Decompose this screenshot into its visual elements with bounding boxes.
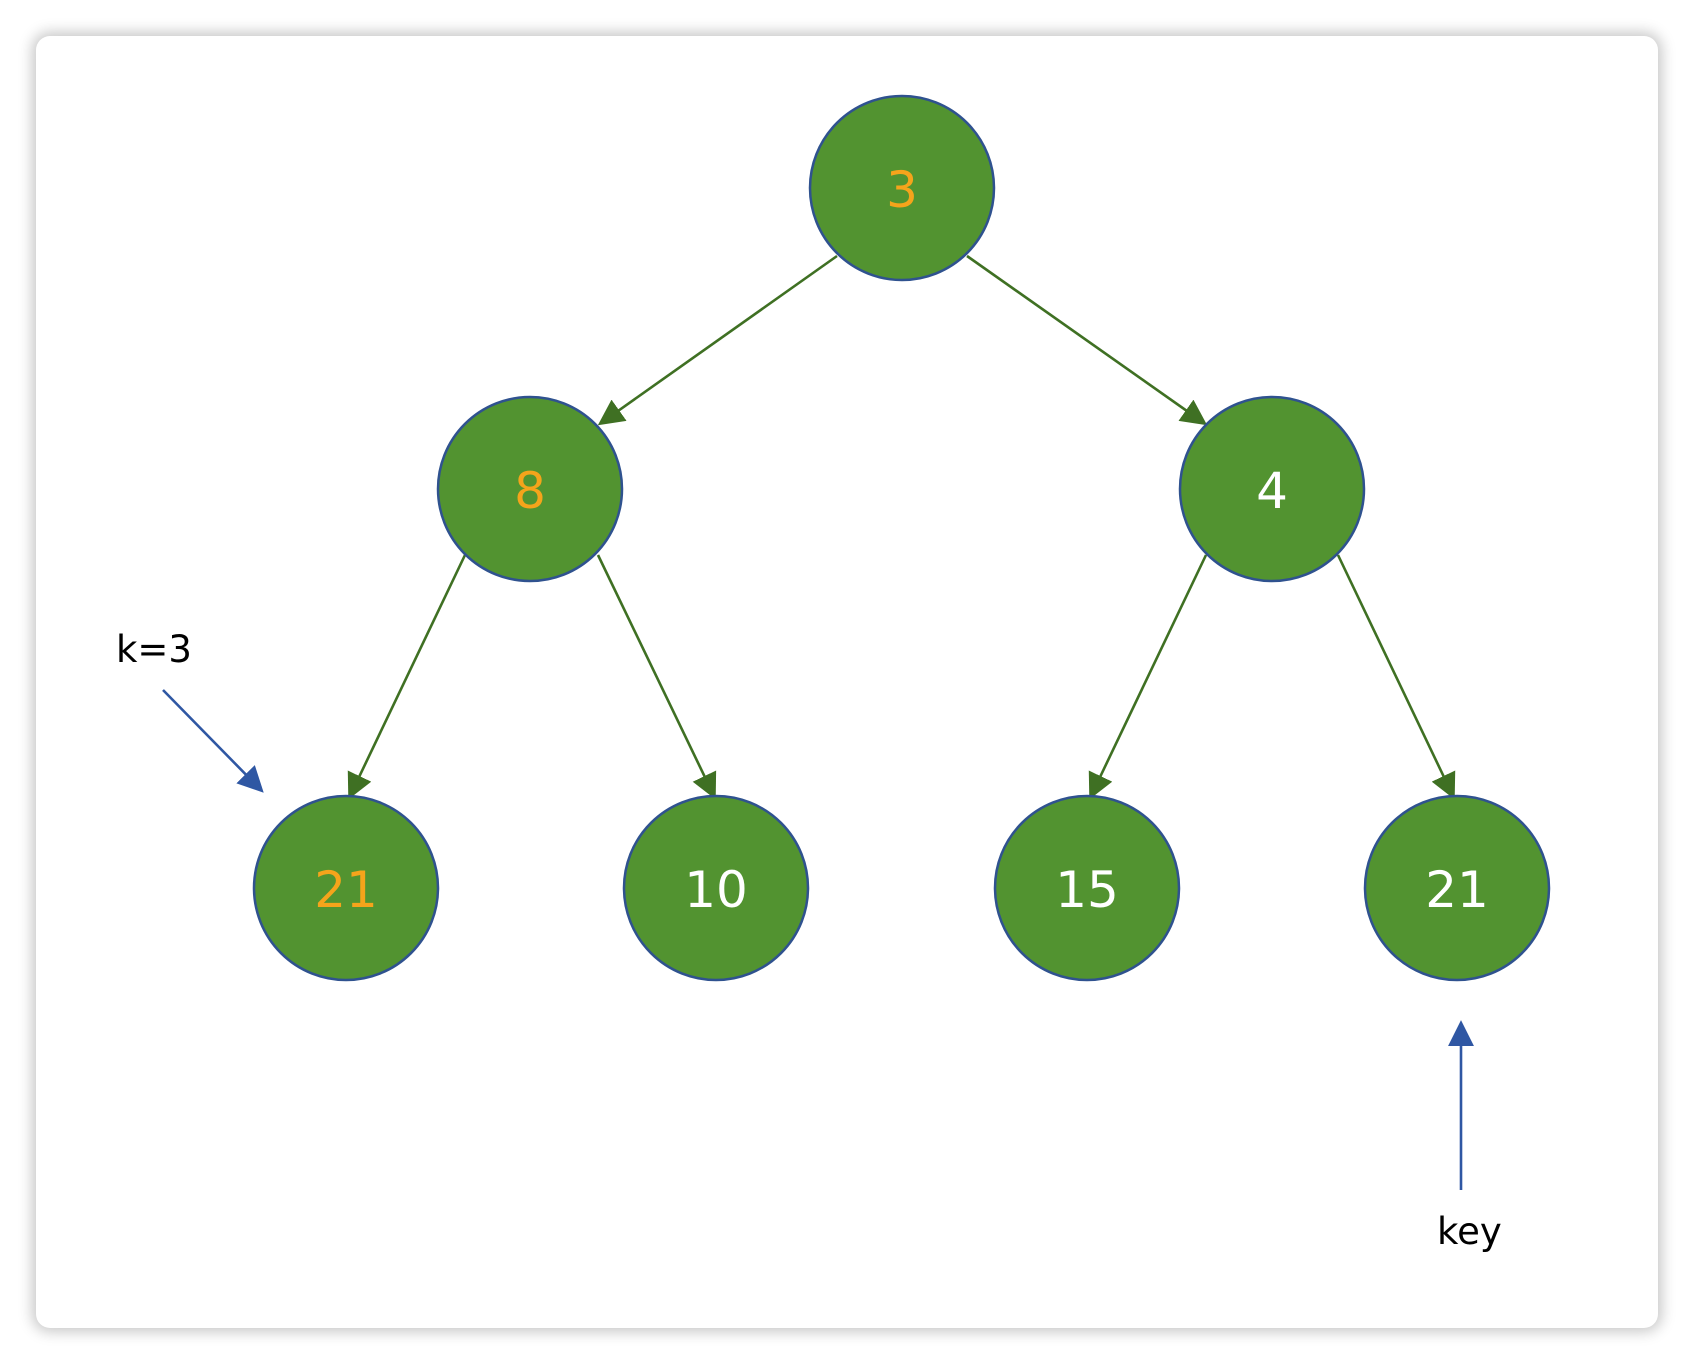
edge-right-rightleft [1088,554,1208,800]
edge-left-leftleft [347,554,467,800]
tree-node-right: 4 [1178,395,1366,583]
k-label: k=3 [116,628,192,671]
tree-node-root: 3 [808,94,996,282]
tree-node-right-right: 21 [1363,794,1551,982]
node-value: 15 [1055,861,1119,919]
node-value: 3 [886,161,918,219]
key-label: key [1437,1210,1502,1253]
tree-node-left: 8 [436,395,624,583]
node-value: 4 [1256,462,1288,520]
edge-left-leftright [596,554,717,800]
node-value: 21 [314,861,378,919]
tree-node-right-left: 15 [993,794,1181,982]
edge-root-left [597,254,838,426]
node-value: 10 [684,861,748,919]
node-value: 8 [514,462,546,520]
tree-node-left-left: 21 [252,794,440,982]
node-value: 21 [1425,861,1489,919]
k-pointer-arrow [162,689,264,793]
edge-root-right [966,254,1208,426]
edge-right-rightright [1336,554,1456,800]
tree-node-left-right: 10 [622,794,810,982]
